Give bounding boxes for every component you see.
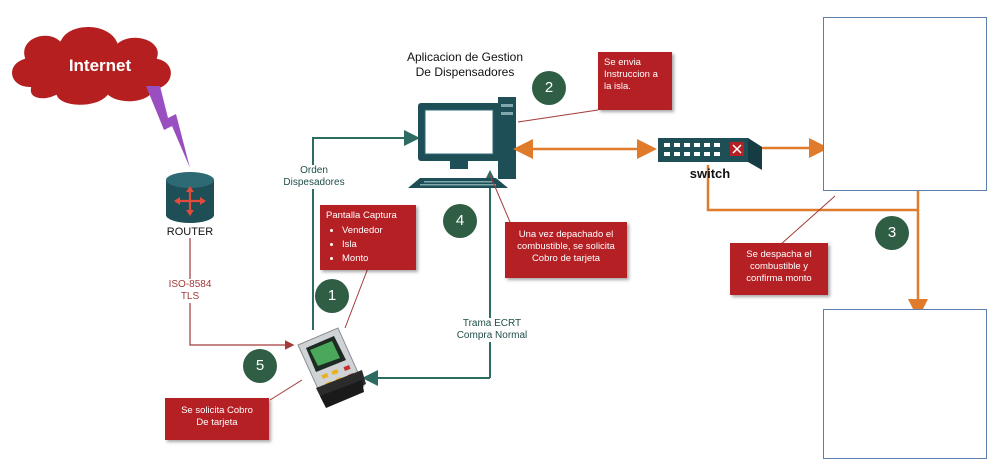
- step-3-badge: 3: [875, 216, 909, 250]
- step-4-badge: 4: [443, 204, 477, 238]
- connector-note-4: [489, 174, 511, 223]
- step-2-badge: 2: [532, 71, 566, 105]
- note-solicita-cobro: Se solicita Cobro De tarjeta: [165, 398, 269, 440]
- connector-note-1: [344, 267, 369, 329]
- switch-icon: [658, 138, 762, 170]
- computer-icon: [408, 97, 516, 188]
- note-1-item-isla: Isla: [342, 239, 410, 251]
- connector-note-5: [269, 379, 303, 401]
- app-title: Aplicacion de Gestion De Dispensadores: [406, 50, 524, 79]
- pump-2-frame: [823, 309, 987, 459]
- note-1-title: Pantalla Captura: [326, 210, 397, 221]
- pump-1-frame: [823, 17, 987, 191]
- link-iso-label: ISO-8584 TLS: [160, 279, 220, 303]
- edge-orden-label: Orden Dispesadores: [272, 165, 356, 189]
- internet-cloud-icon: [10, 25, 173, 107]
- note-cobro-tarjeta: Una vez depachado el combustible, se sol…: [505, 222, 627, 278]
- edge-pump-feedback: [706, 165, 918, 212]
- note-1-item-vendedor: Vendedor: [342, 225, 410, 237]
- internet-label: Internet: [68, 56, 132, 75]
- connector-note-3: [779, 195, 836, 246]
- step-1-badge: 1: [315, 279, 349, 313]
- connector-note-2: [517, 109, 599, 123]
- note-pantalla-captura: Pantalla Captura Vendedor Isla Monto: [320, 205, 416, 270]
- link-router-pos: [189, 238, 295, 350]
- note-1-item-monto: Monto: [342, 253, 410, 265]
- lightning-bolt-icon: [146, 86, 190, 168]
- router-icon: [166, 172, 214, 223]
- note-despacha-combustible: Se despacha el combustible y confirma mo…: [730, 243, 828, 295]
- note-1-list: Vendedor Isla Monto: [326, 225, 410, 265]
- pos-terminal-icon: [297, 327, 366, 408]
- step-5-badge: 5: [243, 349, 277, 383]
- edge-orden-dispensadores: [312, 130, 420, 330]
- edge-trama-label: Trama ECRT Compra Normal: [448, 318, 536, 342]
- note-instruccion-isla: Se envia Instruccion a la isla.: [598, 52, 672, 110]
- router-label: ROUTER: [166, 226, 214, 238]
- switch-label: switch: [689, 166, 731, 181]
